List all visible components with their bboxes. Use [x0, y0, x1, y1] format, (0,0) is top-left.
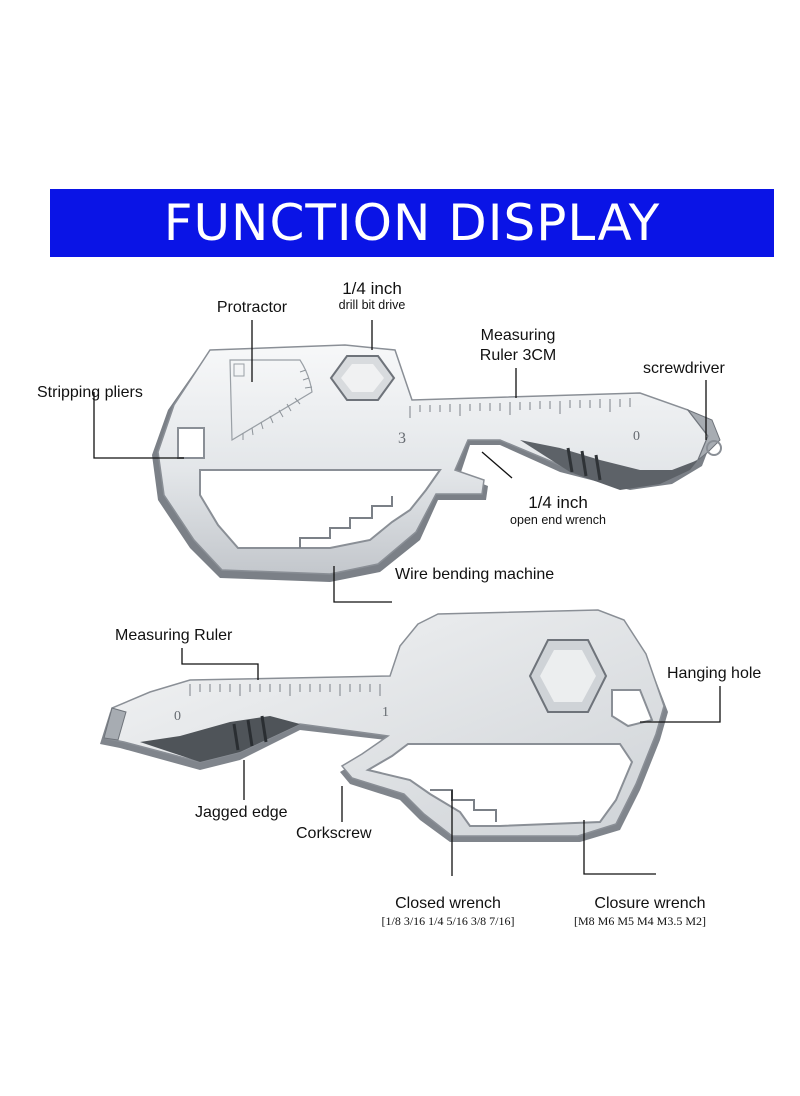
- top-ruler-number-0: 0: [633, 429, 640, 444]
- closure-wrench-sizes: [M8 M6 M5 M4 M3.5 M2]: [573, 914, 707, 928]
- open-end-wrench-title-label: 1/4 inch: [528, 493, 588, 512]
- measuring-ruler-label-line2: Ruler 3CM: [479, 347, 557, 364]
- hex-drill-icon: [329, 355, 396, 401]
- jagged-edge-label: Jagged edge: [195, 804, 288, 821]
- callout-lines: [93, 320, 721, 876]
- closure-wrench-label: Closure wrench: [594, 895, 706, 912]
- protractor-label: Protractor: [216, 299, 288, 316]
- drill-bit-sub-label: drill bit drive: [338, 298, 406, 312]
- banner-title: FUNCTION DISPLAY: [163, 194, 661, 252]
- open-end-wrench-sub-label: open end wrench: [510, 513, 606, 527]
- bottom-key-tool: [100, 609, 668, 842]
- function-display-banner: FUNCTION DISPLAY: [50, 189, 774, 257]
- corkscrew-label: Corkscrew: [296, 825, 372, 842]
- screwdriver-label: screwdriver: [643, 360, 725, 377]
- wire-bending-machine-label: Wire bending machine: [395, 566, 555, 583]
- protractor-icon: [229, 359, 313, 442]
- bottom-ruler-number-0: 0: [174, 709, 181, 724]
- drill-bit-title-label: 1/4 inch: [342, 279, 402, 298]
- stripping-pliers-label: Stripping pliers: [37, 384, 143, 401]
- top-ruler-number-3: 3: [398, 430, 406, 447]
- bottom-measuring-ruler-label: Measuring Ruler: [115, 627, 233, 644]
- top-key-tool: [152, 344, 722, 582]
- measuring-ruler-label-line1: Measuring: [480, 327, 556, 344]
- hanging-hole-label: Hanging hole: [667, 665, 762, 682]
- bottom-ruler-number-1: 1: [382, 705, 389, 720]
- closed-wrench-label: Closed wrench: [395, 895, 501, 912]
- closed-wrench-sizes: [1/8 3/16 1/4 5/16 3/8 7/16]: [381, 914, 515, 928]
